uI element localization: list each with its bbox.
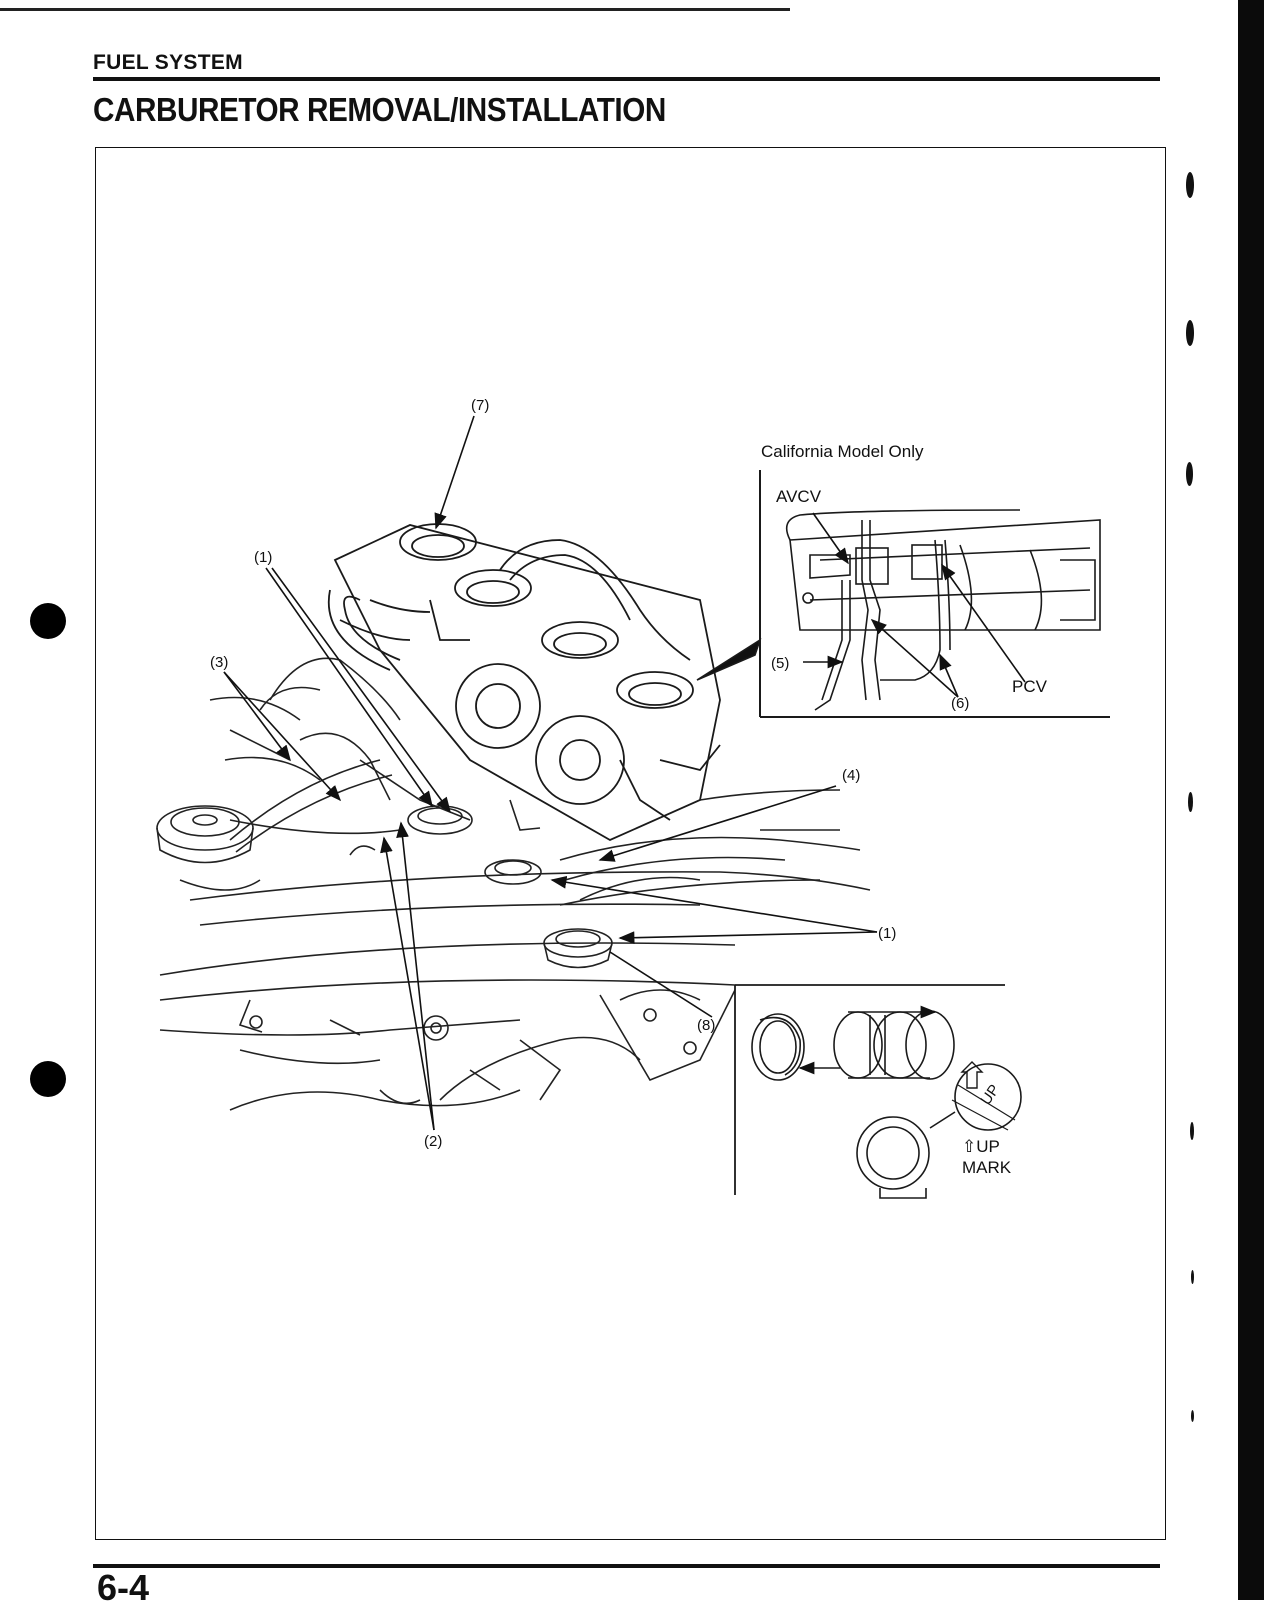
california-inset <box>696 470 1110 718</box>
up-stamp-text: UP <box>977 1081 1003 1108</box>
leader-lines <box>223 415 1026 1131</box>
carburetor-assembly <box>327 523 721 842</box>
margin-mark <box>1186 172 1194 198</box>
page-number: 6-4 <box>97 1567 150 1608</box>
california-caption: California Model Only <box>761 442 924 461</box>
footer-rule <box>93 1564 1160 1568</box>
margin-mark <box>1190 1122 1194 1140</box>
margin-mark <box>1191 1270 1194 1284</box>
callout-4: (4) <box>842 767 860 784</box>
figure-frame <box>95 147 1166 1540</box>
top-edge-rule <box>0 8 790 11</box>
margin-mark <box>1188 792 1193 812</box>
scan-black-edge <box>1238 0 1264 1600</box>
binder-hole-top <box>30 603 66 639</box>
binder-hole-bottom <box>30 1061 66 1097</box>
callout-3: (3) <box>210 654 228 671</box>
up-mark-label-line2: MARK <box>962 1158 1012 1177</box>
callout-6: (6) <box>951 695 969 712</box>
up-mark-label-line1: ⇧UP <box>962 1137 1000 1156</box>
header-rule <box>93 77 1160 81</box>
margin-mark <box>1191 1410 1194 1422</box>
callout-1-left: (1) <box>254 549 272 566</box>
frame-drawing <box>156 657 871 1111</box>
callout-5: (5) <box>771 655 789 672</box>
section-label: FUEL SYSTEM <box>93 51 243 74</box>
callout-2: (2) <box>424 1133 442 1150</box>
avcv-label: AVCV <box>776 487 822 506</box>
margin-mark <box>1186 462 1193 486</box>
callout-7: (7) <box>471 397 489 414</box>
up-mark-inset <box>734 984 1022 1199</box>
callout-1-right: (1) <box>878 925 896 942</box>
margin-mark <box>1186 320 1194 346</box>
page-title: CARBURETOR REMOVAL/INSTALLATION <box>93 91 666 128</box>
pcv-label: PCV <box>1012 677 1048 696</box>
callout-8: (8) <box>697 1017 715 1034</box>
